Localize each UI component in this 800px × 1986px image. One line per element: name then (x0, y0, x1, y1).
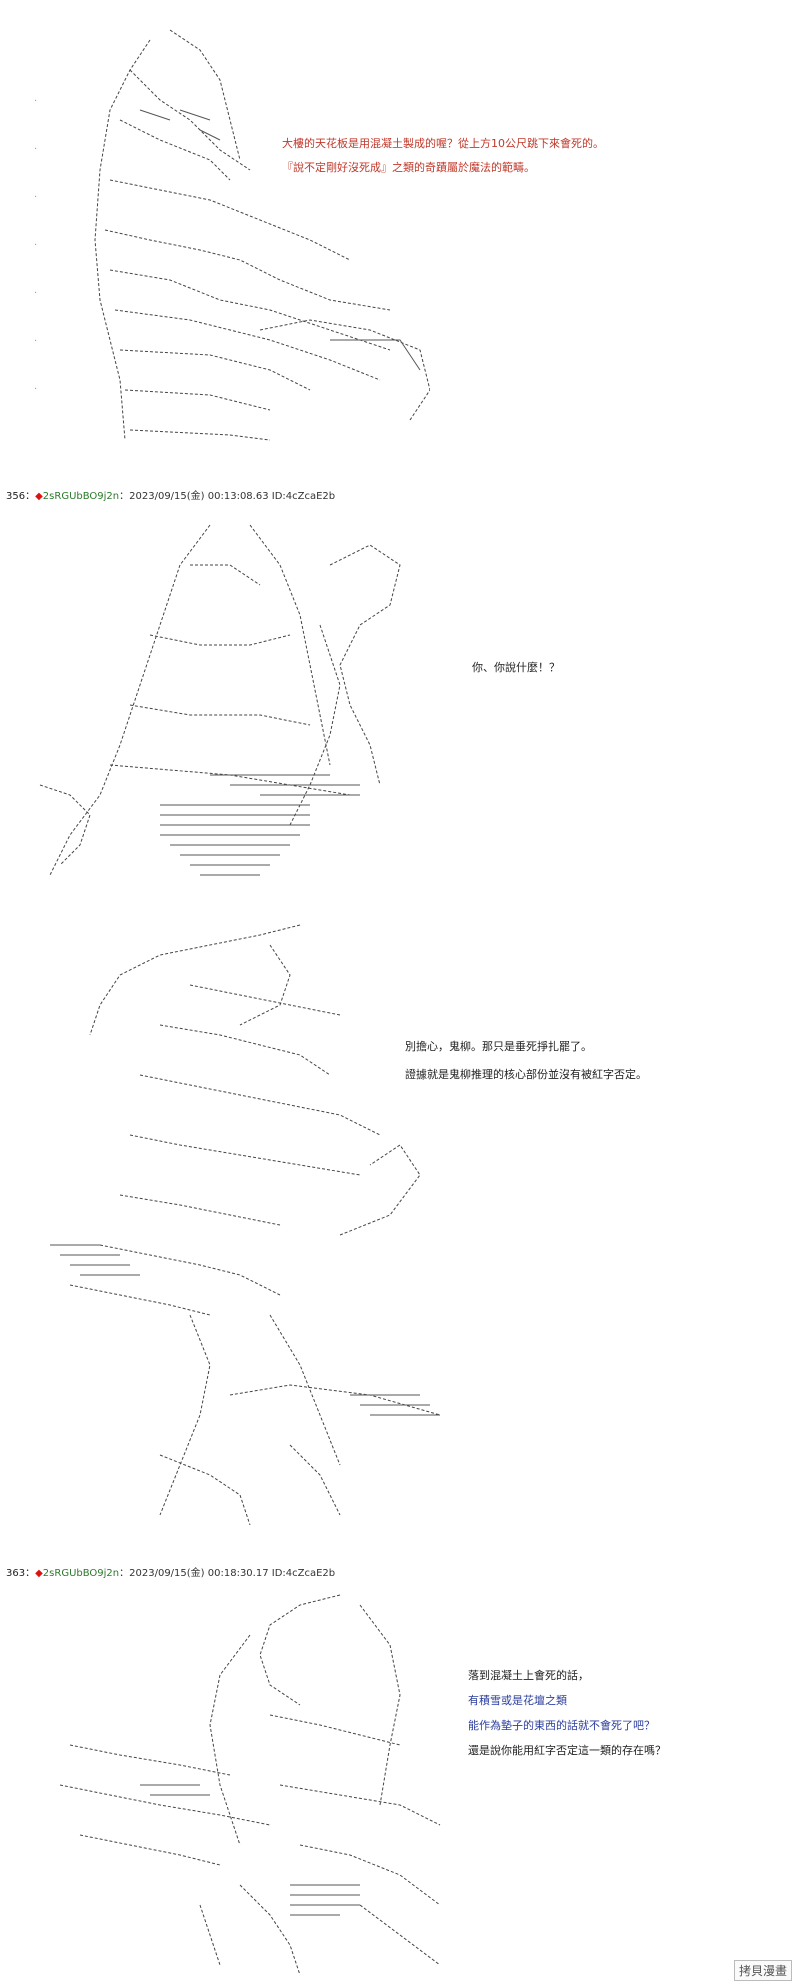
ascii-art-characters-4 (59, 1594, 441, 1975)
dialogue-panel-4: 落到混凝土上會死的話， 有積雪或是花壇之類 能作為墊子的東西的話就不會死了吧？ … (468, 1668, 788, 1759)
dialogue-line: 落到混凝土上會死的話， (468, 1669, 589, 1682)
dialogue-panel-1: 大樓的天花板是用混凝土製成的喔？從上方10公尺跳下來會死的。 『說不定剛好沒死成… (282, 136, 782, 176)
post-datetime: ：2023/09/15(金) 00:13:08.63 ID:4cZcaE2b (119, 491, 336, 502)
dialogue-panel-2: 你、你說什麼！？ (472, 660, 772, 676)
panel-2: 你、你說什麼！？ (0, 505, 800, 900)
dialogue-line: 有積雪或是花壇之類 (468, 1694, 567, 1707)
panel-3: 別擔心，鬼柳。那只是垂死掙扎罷了。 證據就是鬼柳推理的核心部份並沒有被紅字否定。 (0, 915, 800, 1555)
ascii-art-character-1 (94, 29, 430, 441)
dialogue-line: 你、你說什麼！？ (472, 661, 560, 674)
watermark-logo: 拷貝漫畫 (733, 1960, 792, 1981)
dialogue-line: 證據就是鬼柳推理的核心部份並沒有被紅字否定。 (405, 1068, 647, 1081)
post-number: 363： (6, 1568, 36, 1579)
dialogue-line: 『說不定剛好沒死成』之類的奇蹟屬於魔法的範疇。 (282, 161, 535, 174)
panel-1: ······· 大樓的天花板是用混凝土製成的喔？從上方10公尺跳下來會死的。 『… (0, 0, 800, 455)
dialogue-line: 能作為墊子的東西的話就不會死了吧？ (468, 1719, 655, 1732)
poster-name[interactable]: 2sRGUbBO9j2n (42, 1568, 120, 1579)
post-header-356: 356：◆2sRGUbBO9j2n：2023/09/15(金) 00:13:08… (6, 487, 335, 502)
panel-4: 落到混凝土上會死的話， 有積雪或是花壇之類 能作為墊子的東西的話就不會死了吧？ … (0, 1585, 800, 1985)
ascii-art-characters-3 (50, 924, 441, 1526)
margin-dots: ······· (34, 96, 38, 395)
trip-diamond-icon: ◆ (35, 1568, 43, 1579)
dialogue-line: 大樓的天花板是用混凝土製成的喔？從上方10公尺跳下來會死的。 (282, 137, 604, 150)
trip-diamond-icon: ◆ (35, 491, 43, 502)
dialogue-line: 還是說你能用紅字否定這一類的存在嗎？ (468, 1744, 666, 1757)
post-header-363: 363：◆2sRGUbBO9j2n：2023/09/15(金) 00:18:30… (6, 1564, 335, 1579)
dialogue-line: 別擔心，鬼柳。那只是垂死掙扎罷了。 (405, 1040, 592, 1053)
dialogue-panel-3: 別擔心，鬼柳。那只是垂死掙扎罷了。 證據就是鬼柳推理的核心部份並沒有被紅字否定。 (405, 1039, 785, 1083)
poster-name[interactable]: 2sRGUbBO9j2n (42, 491, 120, 502)
post-datetime: ：2023/09/15(金) 00:18:30.17 ID:4cZcaE2b (119, 1568, 336, 1579)
post-number: 356： (6, 491, 36, 502)
ascii-art-characters-2 (39, 524, 401, 876)
